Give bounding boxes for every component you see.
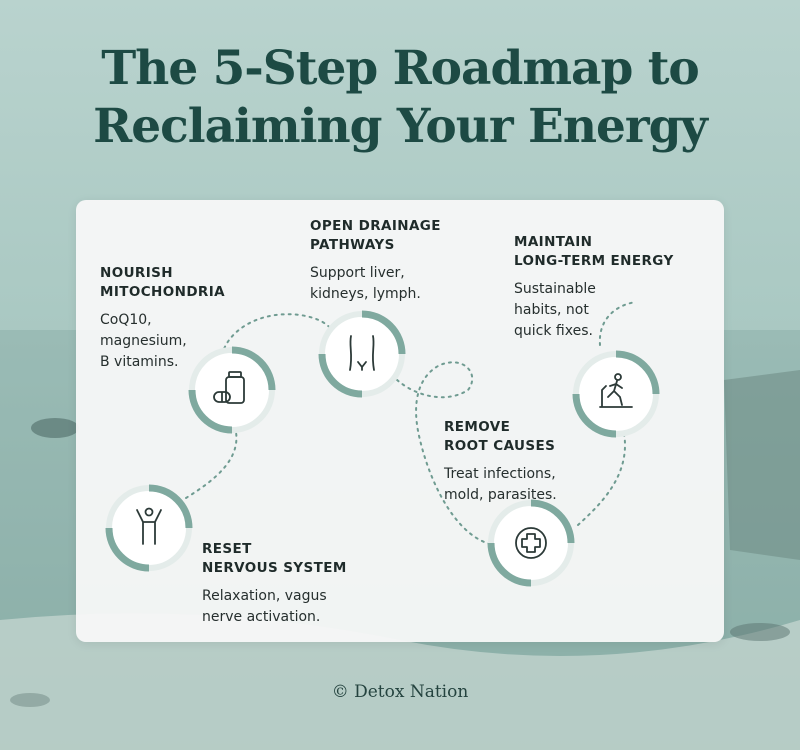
node-open-drainage-pathways (318, 310, 406, 398)
step-open-drainage-pathways: OPEN DRAINAGE PATHWAYS Support liver, ki… (310, 217, 441, 305)
supplement-bottle-icon (213, 371, 245, 404)
step-remove-root-causes: REMOVE ROOT CAUSES Treat infections, mol… (444, 418, 557, 506)
node-maintain-long-term-energy (572, 350, 660, 438)
medical-cross-icon (515, 527, 547, 559)
step-heading: NOURISH MITOCHONDRIA (100, 265, 225, 300)
title-line-2: Reclaiming Your Energy (93, 99, 708, 154)
person-arms-raised-icon (136, 507, 162, 545)
brand-logo: © Detox Nation (331, 682, 469, 702)
torso-icon (349, 335, 375, 371)
title-line-1: The 5-Step Roadmap to (101, 41, 700, 96)
step-maintain-long-term-energy: MAINTAIN LONG-TERM ENERGY Sustainable ha… (514, 233, 674, 342)
step-reset-nervous-system: RESET NERVOUS SYSTEM Relaxation, vagus n… (202, 540, 347, 628)
step-description: Relaxation, vagus nerve activation. (202, 588, 327, 625)
treadmill-runner-icon (599, 373, 633, 408)
node-reset-nervous-system (105, 484, 193, 572)
step-heading: MAINTAIN LONG-TERM ENERGY (514, 234, 674, 269)
step-heading: OPEN DRAINAGE PATHWAYS (310, 218, 441, 253)
step-heading: RESET NERVOUS SYSTEM (202, 541, 347, 576)
step-heading: REMOVE ROOT CAUSES (444, 419, 556, 454)
node-remove-root-causes (487, 499, 575, 587)
step-description: Sustainable habits, not quick fixes. (514, 281, 596, 339)
step-nourish-mitochondria: NOURISH MITOCHONDRIA CoQ10, magnesium, B… (100, 264, 225, 373)
step-description: CoQ10, magnesium, B vitamins. (100, 312, 187, 370)
node-nourish-mitochondria (188, 346, 276, 434)
step-description: Support liver, kidneys, lymph. (310, 265, 421, 302)
step-description: Treat infections, mold, parasites. (444, 466, 557, 503)
page-title: The 5-Step Roadmap to Reclaiming Your En… (0, 40, 800, 156)
